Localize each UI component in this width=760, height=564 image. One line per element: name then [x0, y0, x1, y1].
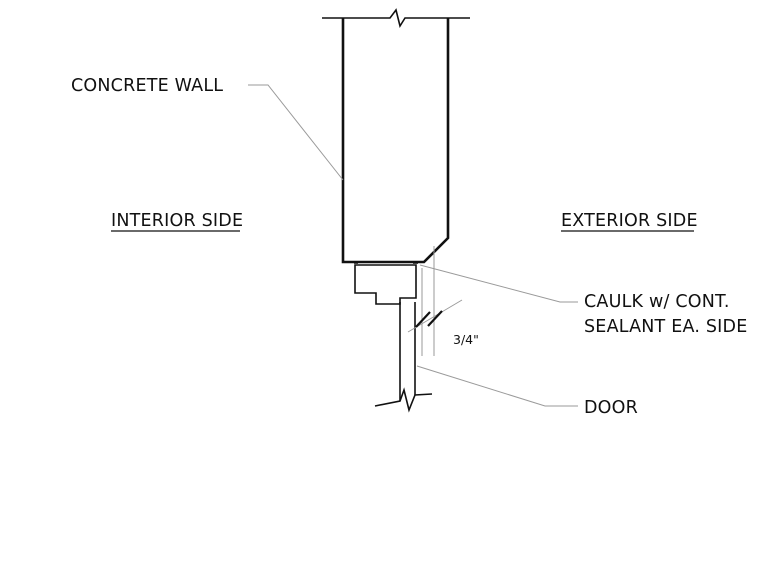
door-leaf	[374, 302, 433, 413]
leader-lines	[248, 84, 578, 407]
door-bottom-break-line	[374, 387, 433, 413]
wall-outline	[341, 18, 450, 264]
door-leader	[416, 365, 578, 407]
exterior-side-label: EXTERIOR SIDE	[561, 211, 698, 231]
interior-side-label: INTERIOR SIDE	[111, 211, 243, 231]
caulk-label-line1: CAULK w/ CONT.	[584, 292, 730, 312]
concrete-wall-leader	[248, 84, 344, 181]
door-frame	[354, 262, 418, 305]
gap-dimension: 3/4"	[407, 246, 479, 356]
dim-line	[407, 299, 463, 333]
concrete-wall	[322, 8, 470, 264]
dim-tick-2	[427, 310, 443, 327]
frame-profile	[354, 264, 417, 305]
door-label: DOOR	[584, 398, 638, 418]
dimension-value: 3/4"	[453, 332, 479, 347]
caulk-leader	[419, 264, 578, 303]
dim-tick-1	[415, 311, 431, 328]
concrete-wall-label: CONCRETE WALL	[71, 76, 223, 96]
caulk-label-line2: SEALANT EA. SIDE	[584, 317, 747, 337]
wall-top-break-line	[322, 8, 470, 29]
